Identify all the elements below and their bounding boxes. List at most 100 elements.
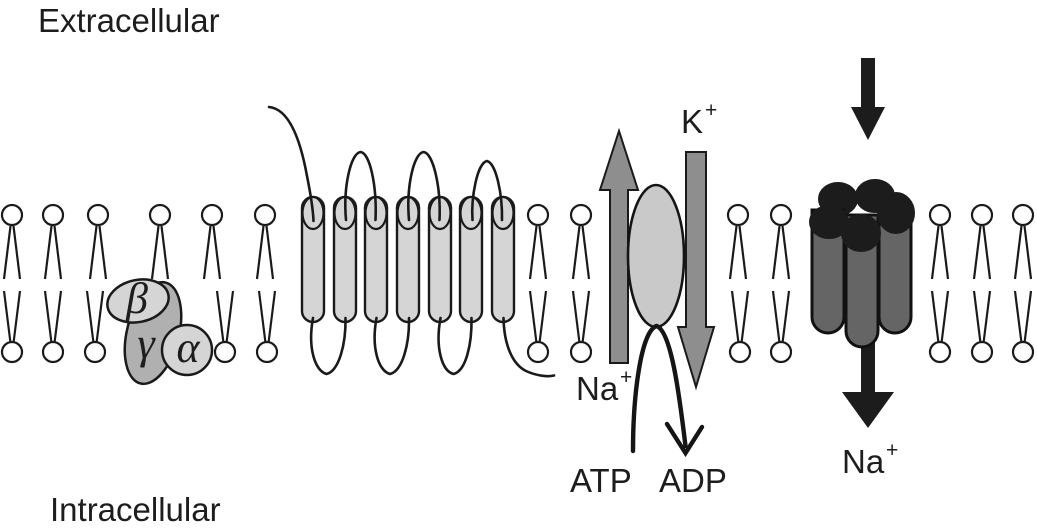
phospholipid-bottom bbox=[255, 290, 279, 364]
lipid-tail bbox=[12, 290, 22, 344]
lipid-tail bbox=[265, 225, 275, 280]
lipid-tail bbox=[160, 225, 170, 280]
lipid-tail bbox=[215, 290, 225, 344]
phospholipid-top bbox=[928, 203, 952, 280]
lipid-tail bbox=[571, 290, 581, 344]
lipid-tail bbox=[571, 225, 581, 280]
lipid-tail bbox=[528, 290, 538, 344]
lipid-head bbox=[726, 203, 750, 227]
lipid-head bbox=[728, 340, 752, 364]
channel-cylinder-right bbox=[877, 210, 913, 335]
lipid-head bbox=[0, 203, 24, 227]
alpha-label: α bbox=[176, 323, 200, 372]
beta-label: β bbox=[125, 274, 148, 323]
sodium-exit-arrow bbox=[842, 320, 894, 428]
lipid-tail bbox=[98, 225, 108, 280]
lipid-tail bbox=[1013, 225, 1023, 280]
lipid-tail bbox=[255, 225, 265, 280]
gpcr-extracellular-loop-2 bbox=[407, 150, 441, 222]
g-protein: β γ α bbox=[106, 274, 214, 386]
lipid-tail bbox=[940, 225, 950, 280]
lipid-tail bbox=[538, 290, 548, 344]
sodium-ion-channel: Na + bbox=[809, 58, 915, 480]
phospholipid-top bbox=[148, 203, 172, 280]
gpcr-intracellular-loop-1 bbox=[309, 316, 347, 376]
phospholipid-top bbox=[41, 203, 65, 280]
gpcr-receptor bbox=[267, 105, 556, 378]
phospholipid-bottom bbox=[83, 290, 107, 364]
lipid-tail bbox=[740, 290, 750, 344]
lipid-head bbox=[970, 203, 994, 227]
lipid-tail bbox=[12, 225, 22, 280]
potassium-in-arrow bbox=[676, 151, 716, 391]
lipid-head bbox=[526, 340, 550, 364]
lipid-tail bbox=[85, 290, 95, 344]
lipid-tail bbox=[982, 225, 992, 280]
lipid-tail bbox=[1013, 290, 1023, 344]
lipid-tail bbox=[2, 290, 12, 344]
lipid-tail bbox=[150, 225, 160, 280]
phospholipid-top bbox=[569, 203, 593, 280]
lipid-head bbox=[1011, 203, 1035, 227]
lipid-head bbox=[569, 203, 593, 227]
lipid-tail bbox=[2, 225, 12, 280]
lipid-head bbox=[769, 340, 793, 364]
potassium-ion-charge: + bbox=[705, 99, 717, 122]
intracellular-label: Intracellular bbox=[50, 491, 221, 528]
lipid-tail bbox=[930, 290, 940, 344]
lipid-tail bbox=[581, 290, 591, 344]
gpcr-c-terminal-tail bbox=[502, 316, 556, 378]
lipid-tail bbox=[728, 225, 738, 280]
extracellular-label: Extracellular bbox=[38, 2, 220, 39]
lipid-head bbox=[769, 203, 793, 227]
lipid-head bbox=[213, 340, 237, 364]
channel-cylinder-left bbox=[810, 208, 846, 335]
lipid-tail bbox=[53, 225, 63, 280]
lipid-tail bbox=[538, 225, 548, 280]
g-protein-beta-subunit bbox=[106, 278, 170, 324]
gpcr-extracellular-loop-1 bbox=[344, 150, 377, 222]
g-protein-alpha-subunit bbox=[160, 323, 214, 377]
lipid-head bbox=[1011, 340, 1035, 364]
phospholipid-top bbox=[86, 203, 110, 280]
lipid-tail bbox=[581, 225, 591, 280]
sodium-ion-label-pump: Na bbox=[576, 370, 619, 407]
lipid-tail bbox=[1023, 290, 1033, 344]
channel-subunit-top-front-right bbox=[877, 192, 915, 234]
phospholipid-bottom bbox=[970, 290, 994, 364]
lipid-tail bbox=[202, 225, 212, 280]
lipid-tail bbox=[267, 290, 277, 344]
lipid-head bbox=[200, 203, 224, 227]
phospholipid-top bbox=[1011, 203, 1035, 280]
phospholipid-bottom bbox=[0, 290, 24, 364]
lipid-tail bbox=[88, 225, 98, 280]
gpcr-extracellular-loop-3 bbox=[470, 159, 504, 222]
lipid-tail bbox=[730, 290, 740, 344]
gpcr-n-terminal-tail bbox=[267, 105, 315, 223]
lipid-tail bbox=[771, 290, 781, 344]
sodium-ion-label-channel: Na bbox=[842, 443, 885, 480]
lipid-head bbox=[928, 203, 952, 227]
phospholipid-top bbox=[253, 203, 277, 280]
phospholipid-bottom bbox=[769, 290, 793, 364]
phospholipid-top bbox=[526, 203, 550, 280]
lipid-tail bbox=[982, 290, 992, 344]
atp-label: ATP bbox=[570, 462, 632, 499]
atp-arc-arrowhead bbox=[664, 421, 705, 458]
phospholipid-top bbox=[769, 203, 793, 280]
lipid-head bbox=[253, 203, 277, 227]
adp-label: ADP bbox=[659, 462, 727, 499]
phospholipid-top bbox=[726, 203, 750, 280]
phospholipid-top bbox=[200, 203, 224, 280]
sodium-entry-arrow bbox=[851, 58, 885, 140]
lipid-tail bbox=[1023, 225, 1033, 280]
phospholipid-bottom bbox=[928, 290, 952, 364]
lipid-tail bbox=[738, 225, 748, 280]
lipid-head bbox=[255, 340, 279, 364]
pump-protein-body bbox=[626, 183, 686, 329]
lipid-tail bbox=[43, 225, 53, 280]
lipid-tail bbox=[53, 290, 63, 344]
lipid-bilayer-bottom-leaflet bbox=[0, 290, 1035, 364]
sodium-ion-charge-pump: + bbox=[620, 366, 632, 389]
